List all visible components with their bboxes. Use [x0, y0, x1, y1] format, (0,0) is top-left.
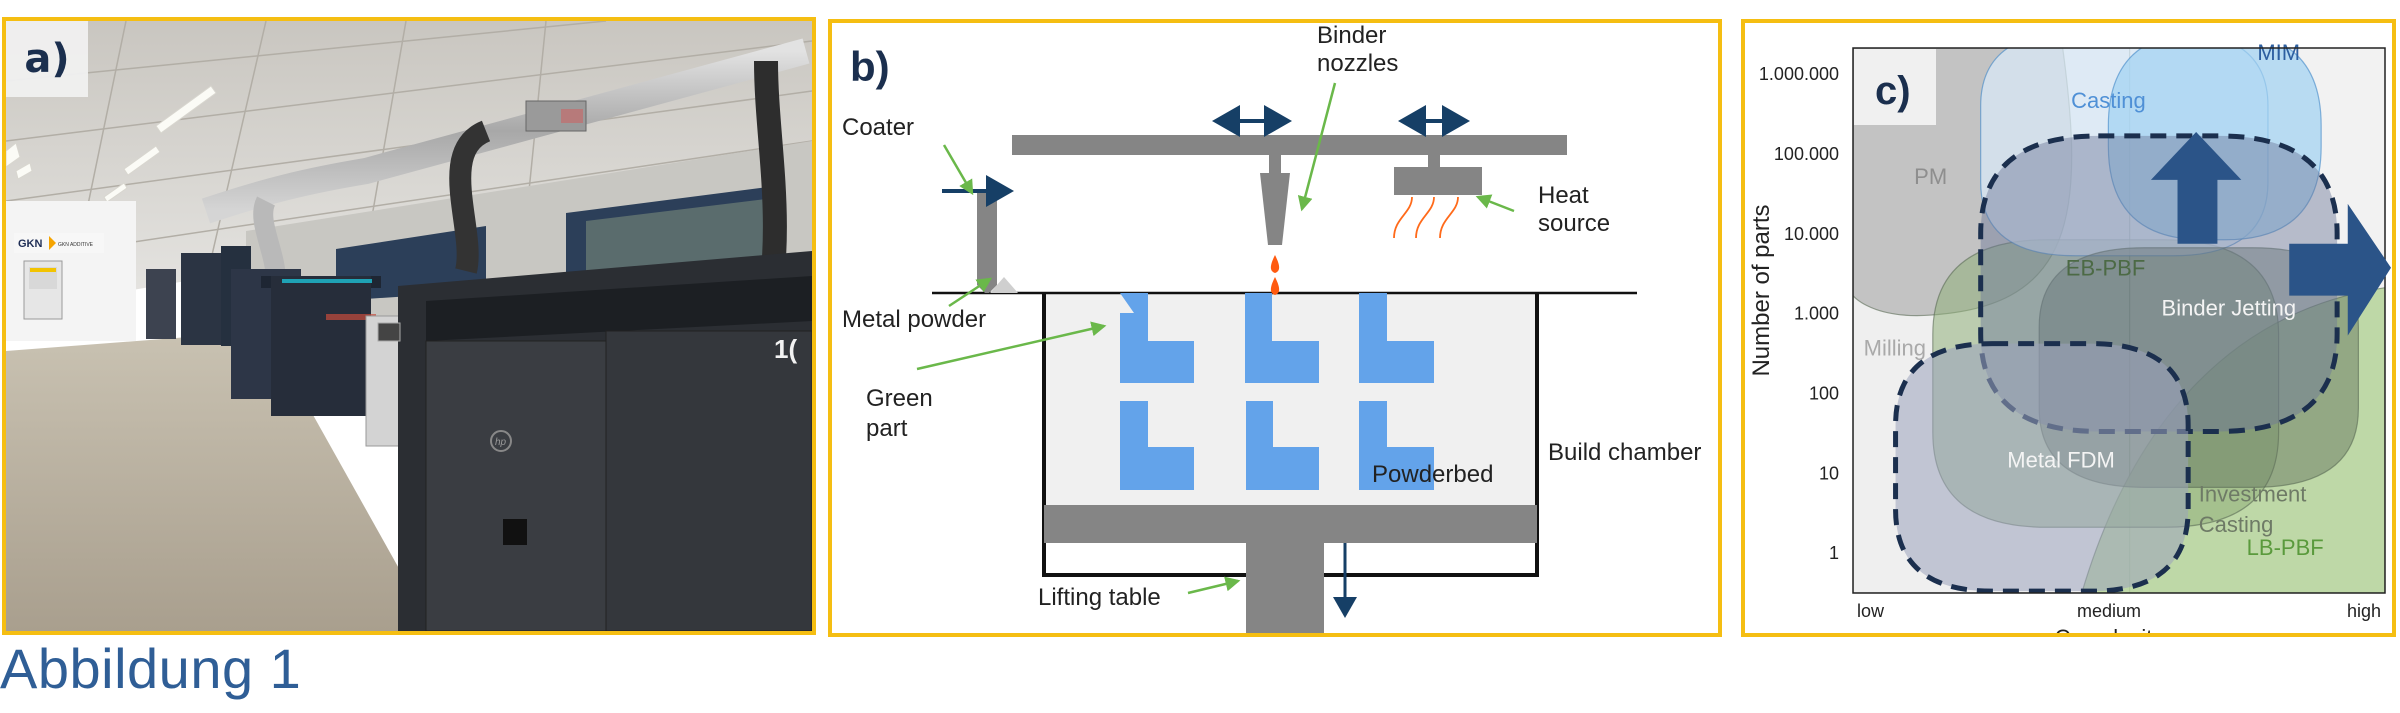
region-label-metal-fdm: Metal FDM [2007, 447, 2115, 472]
y-tick-label: 1 [1829, 543, 1839, 563]
y-axis-title: Number of parts [1748, 204, 1775, 376]
arrow-right-more-complexity [2289, 203, 2391, 336]
label-coater: Coater [842, 114, 914, 141]
label-powderbed: Powderbed [1372, 461, 1493, 488]
label-binder-nozzles-2: nozzles [1317, 50, 1398, 77]
metal-powder-pile [990, 277, 1018, 293]
region-label-investment-casting-2: Casting [2199, 512, 2274, 537]
plot-frame [1852, 47, 2386, 594]
build-platform [1044, 505, 1537, 543]
region-metal-fdm [1893, 341, 2191, 593]
label-metal-powder: Metal powder [842, 306, 986, 333]
green-part [1359, 401, 1434, 490]
panel-b-tag: b) [850, 43, 890, 90]
banner-brand: GKN [18, 238, 43, 250]
panel-b-schematic: Binder nozzles Coater Heat source Metal … [828, 19, 1722, 637]
green-part [1120, 293, 1194, 383]
green-part [1120, 401, 1194, 490]
figure-caption: Abbildung 1 [0, 637, 302, 700]
region-label-mim: MIM [2257, 40, 2300, 65]
panel-c-tag: c) [1875, 69, 1911, 113]
region-label-milling: Milling [1864, 336, 1926, 361]
motion-arrows [942, 105, 1470, 207]
ceiling-lights [6, 85, 217, 203]
y-tick-label: 1.000 [1794, 304, 1839, 324]
region-label-casting: Casting [2071, 88, 2146, 113]
label-build-chamber: Build chamber [1548, 439, 1701, 466]
region-label-eb-pbf: EB-PBF [2066, 256, 2145, 281]
label-green-part-2: part [866, 415, 908, 442]
y-tick-label: 100 [1809, 384, 1839, 404]
banner-text: GKN ADDITIVE [58, 242, 94, 248]
exhaust-duct [201, 38, 810, 224]
production-hall-photo: GKN GKN ADDITIVE [6, 21, 812, 631]
heat-waves [1393, 196, 1459, 239]
leader-arrows [916, 82, 1515, 595]
green-part [1245, 293, 1319, 383]
x-tick-label: medium [2077, 601, 2141, 621]
binder-jetting-diagram: Binder nozzles Coater Heat source Metal … [842, 23, 1701, 633]
door-sign [29, 267, 57, 289]
y-tick-label: 100.000 [1774, 144, 1839, 164]
label-lifting-table: Lifting table [1038, 584, 1161, 611]
gkn-banner: GKN GKN ADDITIVE [14, 233, 104, 253]
hp-logo-text: hp [495, 437, 507, 448]
printer-front: hp 1( [377, 251, 812, 631]
gantry-beam [1012, 135, 1567, 155]
green-part [1359, 293, 1434, 383]
y-tick-label: 10 [1819, 463, 1839, 483]
label-heat-2: source [1538, 210, 1610, 237]
coater [977, 193, 997, 293]
printer-number: 1( [774, 334, 797, 364]
green-parts [1120, 293, 1434, 490]
flex-hose [449, 120, 492, 274]
region-label-investment-casting-1: Investment [2199, 482, 2307, 507]
green-part [1246, 401, 1319, 490]
region-mim [2107, 48, 2322, 241]
region-label-pm: PM [1914, 164, 1947, 189]
region-label-binder-jetting: Binder Jetting [2162, 296, 2297, 321]
binder-droplets [1270, 255, 1280, 295]
panel-a-photo: GKN GKN ADDITIVE [2, 17, 816, 635]
printer-row [146, 246, 407, 447]
heat-source-unit [1394, 167, 1482, 195]
x-tick-label: high [2347, 601, 2381, 621]
y-tick-label: 10.000 [1784, 224, 1839, 244]
label-green-part-1: Green [866, 385, 933, 412]
label-heat-1: Heat [1538, 182, 1589, 209]
arrow-up-more-parts [2150, 131, 2242, 244]
x-tick-label: low [1857, 601, 1885, 621]
label-binder-nozzles-1: Binder [1317, 23, 1386, 49]
hp-logo [490, 430, 512, 452]
control-screen [377, 322, 401, 342]
lifting-table-piston [1246, 543, 1324, 633]
panel-a-tag: a) [6, 21, 88, 97]
binder-nozzle [1260, 173, 1290, 245]
x-axis-title: Complexity [2055, 625, 2164, 633]
region-label-lb-pbf: LB-PBF [2247, 535, 2324, 560]
y-tick-label: 1.000.000 [1759, 64, 1839, 84]
